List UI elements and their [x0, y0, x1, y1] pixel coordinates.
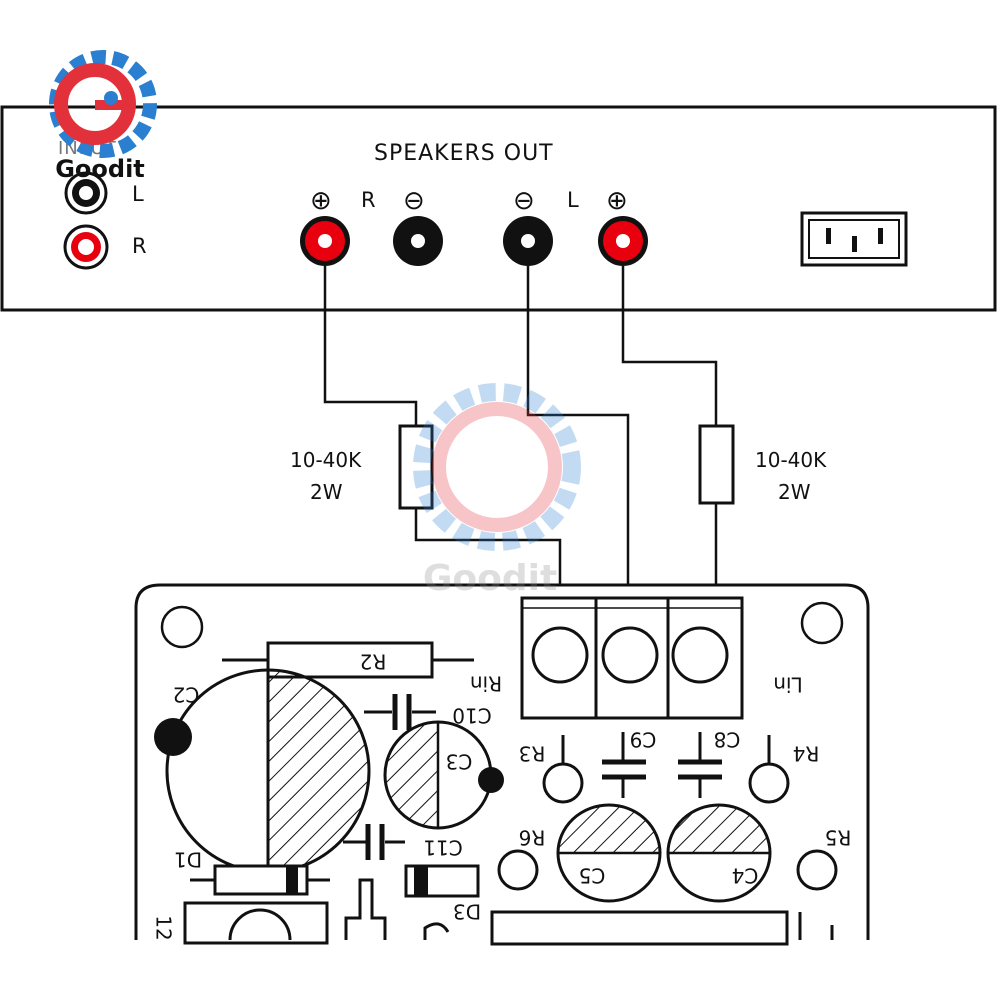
pcb-label-c9: C9 — [630, 728, 657, 752]
terminal-left-positive — [598, 216, 648, 266]
pcb-bottom-components — [183, 878, 834, 946]
wire-left-positive — [621, 266, 718, 426]
pcb-r2 — [222, 641, 474, 679]
input-jack-left — [64, 171, 108, 215]
terminal-left-negative — [503, 216, 553, 266]
terminal-right-negative — [393, 216, 443, 266]
resistor-left-value: 10-40K — [290, 448, 362, 472]
pcb-label-r3: R3 — [519, 742, 546, 766]
speakers-out-title: SPEAKERS OUT — [374, 141, 554, 166]
right-channel-label: R — [361, 188, 377, 212]
pcb-label-c11: C11 — [423, 836, 462, 860]
right-positive-symbol: ⊕ — [310, 186, 333, 216]
pcb-label-c5: C5 — [579, 864, 606, 888]
left-channel-label: L — [567, 188, 580, 212]
mounting-hole-left — [160, 605, 204, 649]
pcb-d3 — [404, 864, 480, 898]
wiring — [323, 266, 718, 598]
wire-right-positive — [323, 266, 418, 426]
pcb-c9 — [602, 732, 646, 798]
pcb-label-d3: D3 — [453, 900, 481, 924]
resistor-left-power: 2W — [310, 480, 343, 504]
resistor-right-channel — [398, 424, 434, 510]
wire-left-negative — [526, 266, 630, 598]
pcb-r4 — [748, 735, 790, 804]
pcb-label-lin: Lin — [773, 673, 802, 697]
pcb-label-r5: R5 — [825, 826, 852, 850]
pcb-board: R2 Rin Lin C2 C10 — [134, 583, 870, 946]
pcb-label-c3: C3 — [446, 750, 473, 774]
brand-logo: Goodit — [49, 50, 157, 183]
left-negative-symbol: ⊖ — [513, 186, 536, 216]
resistor-right-value: 10-40K — [755, 448, 827, 472]
pcb-label-d1: D1 — [174, 848, 202, 872]
pcb-label-rin: Rin — [470, 672, 502, 696]
pcb-r6 — [497, 849, 539, 891]
pcb-c8 — [678, 732, 722, 798]
pcb-c10 — [364, 694, 436, 730]
right-negative-symbol: ⊖ — [403, 186, 426, 216]
pcb-r3 — [542, 735, 584, 804]
watermark-text: Goodit — [423, 558, 557, 599]
pcb-r5 — [796, 849, 838, 891]
wire-right-resistor-to-rin — [414, 508, 562, 598]
pcb-label-12: 12 — [152, 915, 176, 940]
input-jack-right — [63, 224, 109, 270]
power-socket — [800, 211, 908, 267]
watermark-logo: Goodit — [413, 383, 581, 599]
pcb-d1 — [190, 864, 330, 896]
input-right-label: R — [132, 234, 148, 258]
pcb-label-c10: C10 — [452, 704, 491, 728]
pcb-label-r2: R2 — [360, 650, 387, 674]
left-positive-symbol: ⊕ — [606, 186, 629, 216]
pcb-label-r4: R4 — [793, 742, 820, 766]
amplifier-panel: INPUT L R SPEAKERS OUT ⊕ R ⊖ ⊖ L ⊕ — [0, 105, 997, 312]
pcb-label-r6: R6 — [519, 826, 546, 850]
pcb-label-c2: C2 — [173, 683, 200, 707]
input-left-label: L — [132, 182, 145, 206]
terminal-block — [520, 596, 744, 720]
mounting-hole-right — [800, 601, 844, 645]
pcb-label-c4: C4 — [732, 864, 759, 888]
resistor-right-power: 2W — [778, 480, 811, 504]
resistor-left-channel — [698, 424, 735, 505]
pcb-c11 — [343, 824, 405, 860]
amplifier-panel-outline — [0, 105, 997, 312]
brand-logo-text: Goodit — [55, 155, 145, 183]
pcb-label-c8: C8 — [714, 728, 741, 752]
terminal-right-positive — [300, 216, 350, 266]
